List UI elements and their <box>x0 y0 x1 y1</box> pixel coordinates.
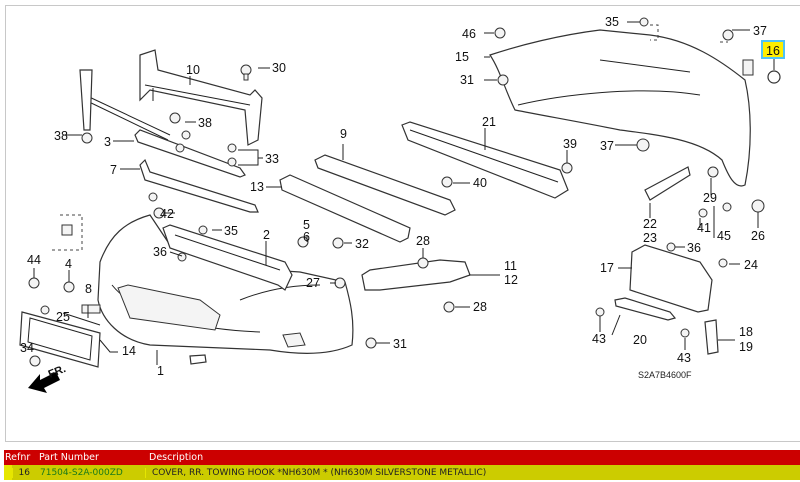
rear-bracket-22-23[interactable] <box>644 166 691 201</box>
callout-7[interactable]: 7 <box>110 163 117 177</box>
callout-36b[interactable]: 36 <box>687 241 701 255</box>
rear-beam[interactable] <box>401 121 569 199</box>
front-molding-strips[interactable] <box>134 129 259 213</box>
callout-38b[interactable]: 38 <box>198 116 212 130</box>
callout-2[interactable]: 2 <box>263 228 270 242</box>
callout-1[interactable]: 1 <box>157 364 164 378</box>
front-direction-arrow: FR. <box>28 363 68 393</box>
callout-8[interactable]: 8 <box>85 282 92 296</box>
rear-bracket-18-19[interactable] <box>704 319 719 355</box>
leader-lines <box>33 21 775 365</box>
front-stay-rod[interactable] <box>79 69 171 141</box>
callout-labels: 1 2 3 4 5 6 7 8 9 10 11 12 13 14 15 16 1… <box>20 15 780 378</box>
header-refnr[interactable]: Refnr <box>5 452 31 463</box>
direction-label: FR. <box>47 363 68 381</box>
callout-24[interactable]: 24 <box>744 258 758 272</box>
callout-13[interactable]: 13 <box>250 180 264 194</box>
callout-6[interactable]: 6 <box>303 230 310 244</box>
row-refnr: 16 <box>12 467 36 478</box>
callout-18[interactable]: 18 <box>739 325 753 339</box>
callout-31[interactable]: 31 <box>460 73 474 87</box>
row-description: COVER, RR. TOWING HOOK *NH630M * (NH630M… <box>152 467 487 478</box>
front-upper-beam[interactable] <box>139 49 263 146</box>
fasteners <box>28 17 765 367</box>
callout-43[interactable]: 43 <box>592 332 606 346</box>
callout-28b[interactable]: 28 <box>473 300 487 314</box>
callout-26[interactable]: 26 <box>751 229 765 243</box>
table-row[interactable]: 16 71504-S2A-000ZD COVER, RR. TOWING HOO… <box>4 465 800 480</box>
callout-46[interactable]: 46 <box>462 27 476 41</box>
callout-17[interactable]: 17 <box>600 261 614 275</box>
highlight-box-16[interactable] <box>761 40 785 59</box>
rear-absorber[interactable] <box>629 244 713 313</box>
license-plate-base[interactable] <box>19 311 101 368</box>
callout-37b[interactable]: 37 <box>600 139 614 153</box>
callout-12[interactable]: 12 <box>504 273 518 287</box>
callout-23[interactable]: 23 <box>643 231 657 245</box>
rear-bracket-20[interactable] <box>614 297 677 321</box>
callout-35b[interactable]: 35 <box>224 224 238 238</box>
callout-38[interactable]: 38 <box>54 129 68 143</box>
callout-44[interactable]: 44 <box>27 253 41 267</box>
header-description[interactable]: Description <box>149 452 204 463</box>
callout-29[interactable]: 29 <box>703 191 717 205</box>
callout-32[interactable]: 32 <box>355 237 369 251</box>
callout-33[interactable]: 33 <box>265 152 279 166</box>
callout-16[interactable]: 16 <box>766 44 780 58</box>
callout-35[interactable]: 35 <box>605 15 619 29</box>
callout-14[interactable]: 14 <box>122 344 136 358</box>
callout-39[interactable]: 39 <box>563 137 577 151</box>
front-bumper-cover[interactable] <box>97 214 354 365</box>
callout-43b[interactable]: 43 <box>677 351 691 365</box>
header-part-number[interactable]: Part Number <box>39 452 99 463</box>
callout-11[interactable]: 11 <box>504 259 517 273</box>
rear-bumper-cover[interactable] <box>489 29 751 187</box>
front-absorber[interactable] <box>162 224 293 291</box>
diagram-code: S2A7B4600F <box>638 370 692 380</box>
callout-36[interactable]: 36 <box>153 245 167 259</box>
callout-10[interactable]: 10 <box>186 63 200 77</box>
side-bracket[interactable] <box>361 259 471 291</box>
towing-hook-cover-16[interactable] <box>742 59 781 84</box>
callout-28[interactable]: 28 <box>416 234 430 248</box>
row-part-number[interactable]: 71504-S2A-000ZD <box>36 467 146 478</box>
callout-25[interactable]: 25 <box>56 310 70 324</box>
parts-table-header: Refnr Part Number Description <box>4 450 800 465</box>
callout-4[interactable]: 4 <box>65 257 72 271</box>
callout-20[interactable]: 20 <box>633 333 647 347</box>
parts-table: Refnr Part Number Description 16 71504-S… <box>4 450 800 480</box>
callout-27[interactable]: 27 <box>306 276 320 290</box>
callout-34[interactable]: 34 <box>20 341 34 355</box>
callout-19[interactable]: 19 <box>739 340 753 354</box>
callout-30[interactable]: 30 <box>272 61 286 75</box>
callout-42[interactable]: 42 <box>160 207 174 221</box>
parts-diagram: FR. <box>19 15 785 393</box>
callout-31b[interactable]: 31 <box>393 337 407 351</box>
callout-15[interactable]: 15 <box>455 50 469 64</box>
callout-9[interactable]: 9 <box>340 127 347 141</box>
callout-45[interactable]: 45 <box>717 229 731 243</box>
callout-41[interactable]: 41 <box>697 221 711 235</box>
callout-37[interactable]: 37 <box>753 24 767 38</box>
front-beam-9[interactable] <box>314 154 456 216</box>
callout-5[interactable]: 5 <box>303 218 310 232</box>
callout-3[interactable]: 3 <box>104 135 111 149</box>
callout-21[interactable]: 21 <box>482 115 496 129</box>
front-beam-13[interactable] <box>279 174 411 243</box>
callout-22[interactable]: 22 <box>643 217 657 231</box>
callout-40[interactable]: 40 <box>473 176 487 190</box>
